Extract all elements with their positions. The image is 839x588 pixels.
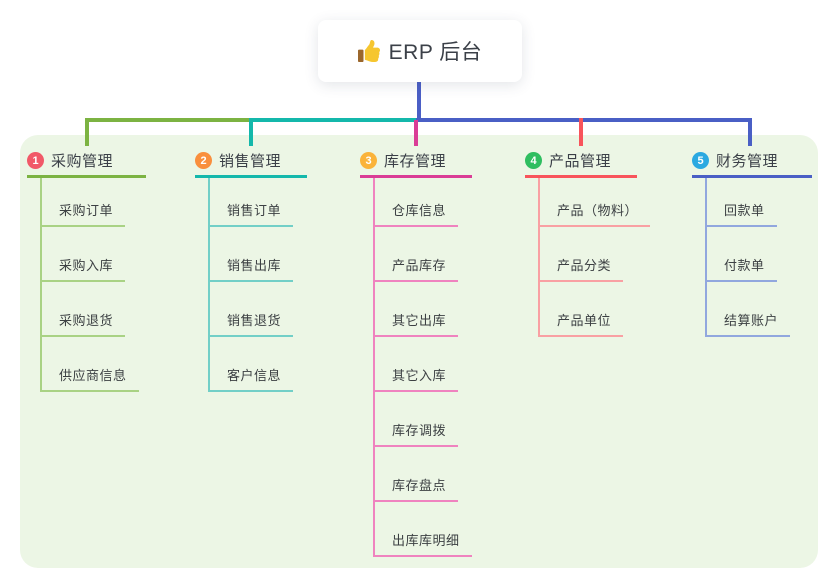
child-node[interactable]: 销售出库 (210, 227, 307, 282)
thumbs-up-icon (357, 40, 380, 62)
child-node[interactable]: 付款单 (707, 227, 812, 282)
child-node[interactable]: 供应商信息 (42, 337, 146, 392)
child-node[interactable]: 产品（物料） (540, 178, 651, 227)
branch-number-badge: 4 (525, 152, 542, 169)
child-node-label: 结算账户 (707, 310, 791, 337)
child-node[interactable]: 其它入库 (375, 337, 472, 392)
child-node-label: 采购入库 (42, 255, 126, 282)
branch-children-list: 销售订单销售出库销售退货客户信息 (208, 178, 307, 392)
branch-node-purchase[interactable]: 1 采购管理 (27, 146, 146, 178)
child-node-label: 出库库明细 (375, 530, 472, 557)
child-node[interactable]: 采购订单 (42, 178, 146, 227)
connector-drop-finance (748, 118, 752, 146)
connector-bus-purchase (85, 118, 251, 122)
child-node-label: 产品库存 (375, 255, 459, 282)
child-node[interactable]: 库存调拨 (375, 392, 472, 447)
connector-drop-product (579, 118, 583, 146)
branches-panel (20, 135, 818, 568)
child-node[interactable]: 产品单位 (540, 282, 650, 337)
child-node[interactable]: 回款单 (707, 178, 812, 227)
connector-bus-finance (416, 118, 752, 122)
child-node[interactable]: 库存盘点 (375, 447, 472, 502)
branch-number-badge: 2 (195, 152, 212, 169)
child-node-label: 采购订单 (42, 200, 126, 227)
connector-drop-sales (249, 118, 253, 146)
branch-sales: 2 销售管理 销售订单销售出库销售退货客户信息 (195, 146, 307, 392)
child-node-label: 销售退货 (210, 310, 294, 337)
branch-number-badge: 1 (27, 152, 44, 169)
branch-number-badge: 3 (360, 152, 377, 169)
child-node[interactable]: 产品库存 (375, 227, 472, 282)
child-node[interactable]: 销售订单 (210, 178, 307, 227)
branch-children-list: 采购订单采购入库采购退货供应商信息 (40, 178, 146, 392)
child-node-label: 仓库信息 (375, 200, 459, 227)
branch-purchase: 1 采购管理 采购订单采购入库采购退货供应商信息 (27, 146, 146, 392)
branch-node-product[interactable]: 4 产品管理 (525, 146, 637, 178)
connector-bus-sales (249, 118, 416, 122)
child-node-label: 销售订单 (210, 200, 294, 227)
child-node[interactable]: 产品分类 (540, 227, 650, 282)
child-node-label: 供应商信息 (42, 365, 139, 392)
child-node-label: 库存调拨 (375, 420, 459, 447)
branch-inventory: 3 库存管理 仓库信息产品库存其它出库其它入库库存调拨库存盘点出库库明细 (360, 146, 472, 557)
branch-node-label: 销售管理 (219, 153, 282, 170)
child-node[interactable]: 采购入库 (42, 227, 146, 282)
child-node-label: 其它出库 (375, 310, 459, 337)
branch-node-sales[interactable]: 2 销售管理 (195, 146, 307, 178)
branch-finance: 5 财务管理 回款单付款单结算账户 (692, 146, 812, 337)
branch-node-label: 库存管理 (384, 153, 447, 170)
child-node-label: 产品（物料） (540, 200, 651, 227)
branch-children-list: 产品（物料） 产品分类产品单位 (538, 178, 651, 337)
branch-children-list: 仓库信息产品库存其它出库其它入库库存调拨库存盘点出库库明细 (373, 178, 472, 557)
child-node-label: 产品单位 (540, 310, 624, 337)
branch-node-label: 采购管理 (51, 153, 114, 170)
root-node-title: ERP 后台 (388, 41, 483, 64)
connector-drop-purchase (85, 118, 89, 146)
connector-drop-inventory (414, 120, 418, 146)
child-node-label: 采购退货 (42, 310, 126, 337)
child-node-label: 客户信息 (210, 365, 294, 392)
branch-node-inventory[interactable]: 3 库存管理 (360, 146, 472, 178)
branch-children-list: 回款单付款单结算账户 (705, 178, 812, 337)
child-node[interactable]: 销售退货 (210, 282, 307, 337)
branch-product: 4 产品管理 产品（物料） 产品分类产品单位 (525, 146, 651, 337)
branch-node-label: 产品管理 (549, 153, 612, 170)
child-node[interactable]: 其它出库 (375, 282, 472, 337)
branch-node-label: 财务管理 (716, 153, 779, 170)
child-node-label: 销售出库 (210, 255, 294, 282)
child-node-label: 库存盘点 (375, 475, 459, 502)
child-node-label: 产品分类 (540, 255, 624, 282)
child-node[interactable]: 客户信息 (210, 337, 307, 392)
child-node-label: 付款单 (707, 255, 777, 282)
branch-node-finance[interactable]: 5 财务管理 (692, 146, 812, 178)
connector-root-drop (417, 82, 421, 120)
child-node-label: 回款单 (707, 200, 777, 227)
child-node[interactable]: 仓库信息 (375, 178, 472, 227)
child-node[interactable]: 结算账户 (707, 282, 812, 337)
branch-number-badge: 5 (692, 152, 709, 169)
root-node[interactable]: ERP 后台 (318, 20, 522, 82)
child-node[interactable]: 出库库明细 (375, 502, 472, 557)
child-node[interactable]: 采购退货 (42, 282, 146, 337)
child-node-label: 其它入库 (375, 365, 459, 392)
